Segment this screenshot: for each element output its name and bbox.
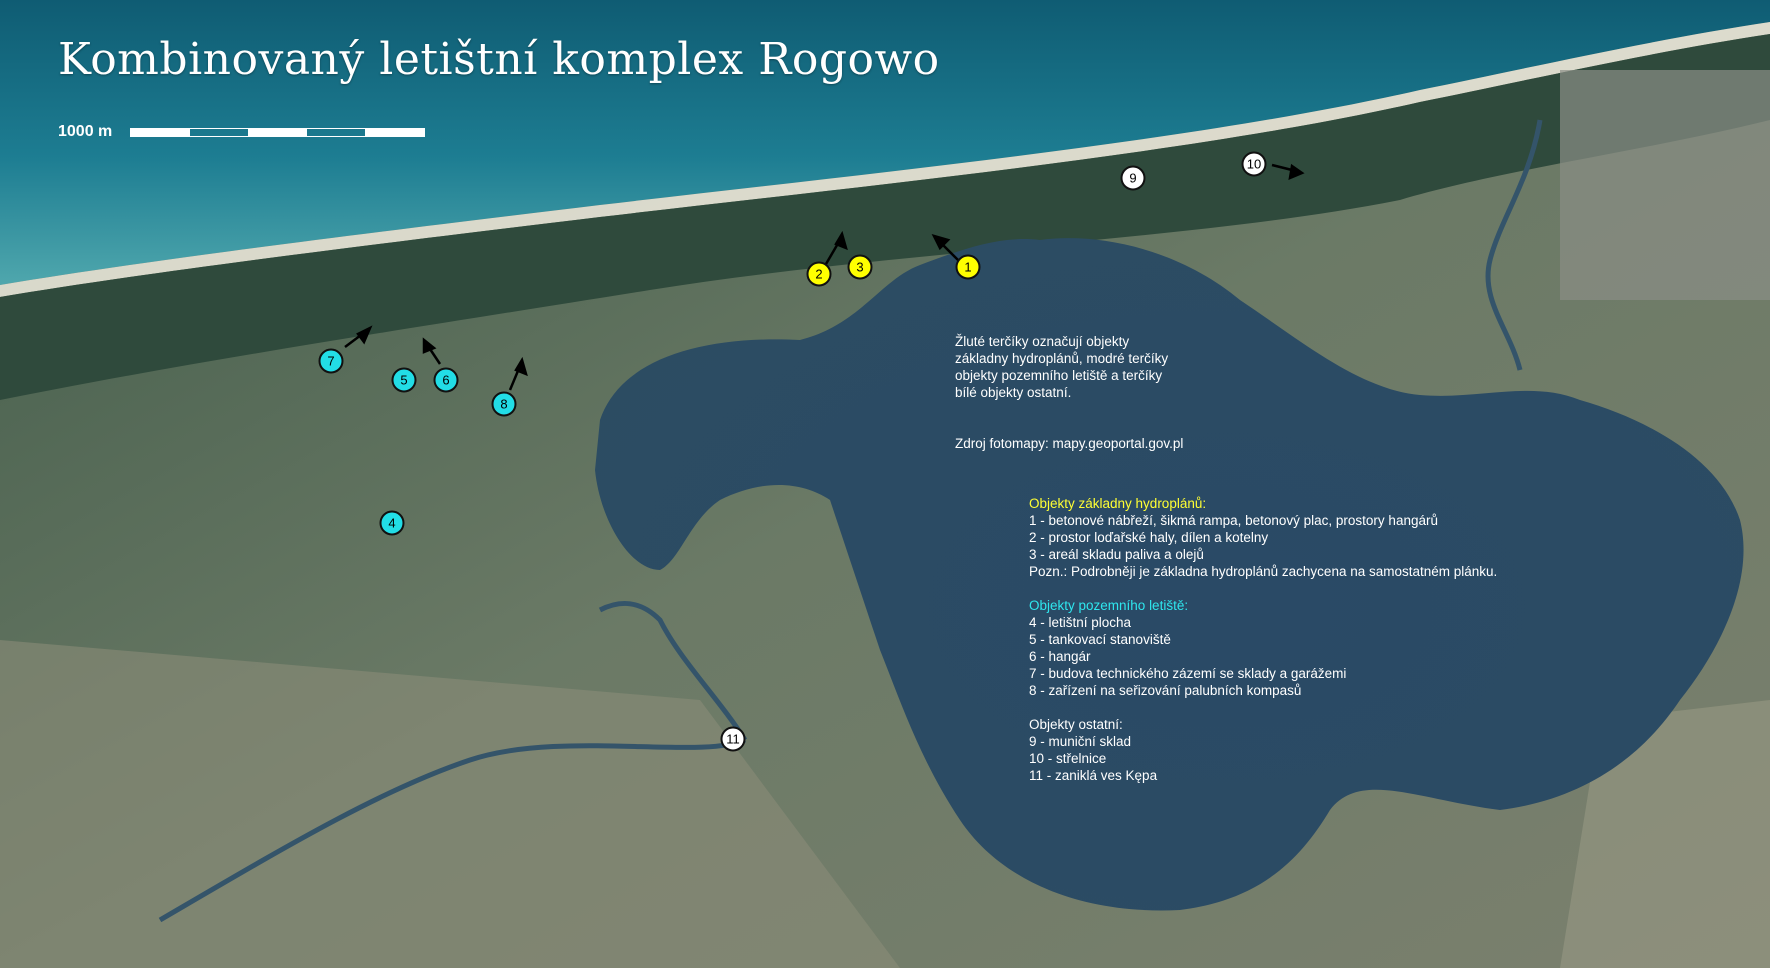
scale-bar bbox=[130, 128, 425, 137]
legend-item: 8 - zařízení na seřizování palubních kom… bbox=[1029, 683, 1302, 698]
note-line: bílé objekty ostatní. bbox=[955, 385, 1072, 400]
legend-item: 10 - střelnice bbox=[1029, 751, 1107, 766]
marker-3[interactable]: 3 bbox=[847, 254, 873, 280]
town bbox=[1560, 70, 1770, 300]
note-line: základny hydroplánů, modré terčíky bbox=[955, 351, 1169, 366]
marker-9[interactable]: 9 bbox=[1120, 165, 1146, 191]
scale-label: 1000 m bbox=[58, 123, 113, 140]
legend-item: 1 - betonové nábřeží, šikmá rampa, beton… bbox=[1029, 513, 1438, 528]
legend-item: 5 - tankovací stanoviště bbox=[1029, 632, 1171, 647]
marker-2[interactable]: 2 bbox=[806, 261, 832, 287]
photo-source: Zdroj fotomapy: mapy.geoportal.gov.pl bbox=[955, 435, 1183, 452]
note-line: objekty pozemního letiště a terčíky bbox=[955, 368, 1163, 383]
marker-4[interactable]: 4 bbox=[379, 510, 405, 536]
legend-heading-ground: Objekty pozemního letiště: bbox=[1029, 598, 1189, 613]
note-line: Žluté terčíky označují objekty bbox=[955, 334, 1130, 349]
marker-10[interactable]: 10 bbox=[1241, 151, 1267, 177]
marker-8[interactable]: 8 bbox=[491, 391, 517, 417]
legend-item: 4 - letištní plocha bbox=[1029, 615, 1132, 630]
source-text: Zdroj fotomapy: mapy.geoportal.gov.pl bbox=[955, 436, 1184, 451]
sea bbox=[0, 0, 1770, 285]
lake bbox=[595, 238, 1744, 911]
beach bbox=[0, 22, 1770, 297]
marker-5[interactable]: 5 bbox=[391, 367, 417, 393]
legend-item: 2 - prostor loďařské haly, dílen a kotel… bbox=[1029, 530, 1269, 545]
legend-item: 7 - budova technického zázemí se sklady … bbox=[1029, 666, 1347, 681]
legend-item: 6 - hangár bbox=[1029, 649, 1091, 664]
marker-1[interactable]: 1 bbox=[955, 254, 981, 280]
legend-heading-other: Objekty ostatní: bbox=[1029, 717, 1123, 732]
legend-item: 11 - zaniklá ves Kępa bbox=[1029, 768, 1158, 783]
fields bbox=[0, 640, 900, 968]
coastal-forest bbox=[0, 34, 1770, 400]
map-title: Kombinovaný letištní komplex Rogowo bbox=[58, 34, 940, 85]
legend-item: 3 - areál skladu paliva a olejů bbox=[1029, 547, 1204, 562]
legend-heading-hydro: Objekty základny hydroplánů: bbox=[1029, 496, 1207, 511]
river bbox=[158, 119, 1543, 923]
pointer-arrows bbox=[344, 163, 1305, 391]
marker-11[interactable]: 11 bbox=[720, 726, 746, 752]
color-note: Žluté terčíky označují objekty základny … bbox=[955, 333, 1168, 401]
legend-note: Pozn.: Podrobněji je základna hydroplánů… bbox=[1029, 564, 1498, 579]
legend: Objekty základny hydroplánů: 1 - betonov… bbox=[1029, 495, 1497, 784]
marker-7[interactable]: 7 bbox=[318, 348, 344, 374]
marker-6[interactable]: 6 bbox=[433, 367, 459, 393]
legend-item: 9 - muniční sklad bbox=[1029, 734, 1132, 749]
